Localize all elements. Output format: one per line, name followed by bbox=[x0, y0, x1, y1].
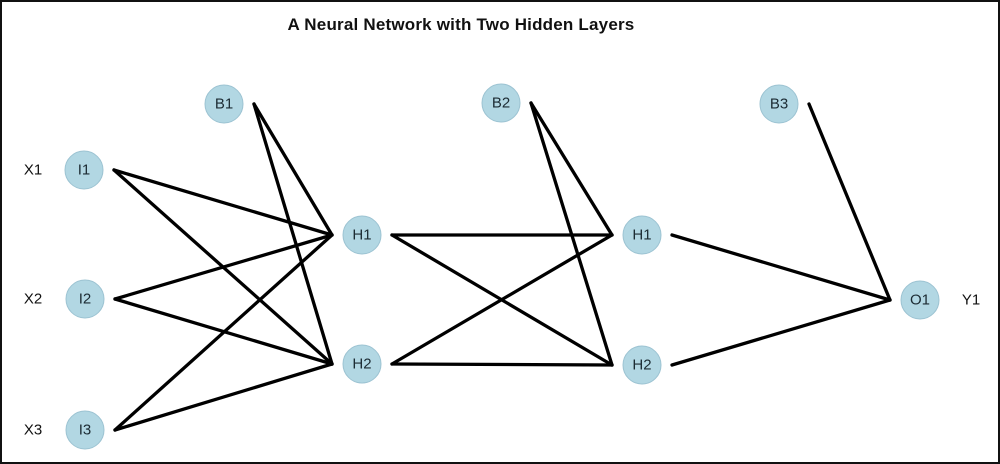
edge-H2b-O1 bbox=[670, 298, 892, 367]
annotation-X3: X3 bbox=[24, 422, 42, 439]
annotation-X1: X1 bbox=[24, 162, 42, 179]
edge-H1b-O1 bbox=[670, 233, 892, 302]
node-label-H1b: H1 bbox=[632, 227, 651, 244]
node-label-H1a: H1 bbox=[352, 227, 371, 244]
node-label-H2a: H2 bbox=[352, 356, 371, 373]
annotation-X2: X2 bbox=[24, 291, 42, 308]
node-circle-I1 bbox=[64, 150, 104, 190]
node-label-B2: B2 bbox=[492, 95, 510, 112]
node-label-I1: I1 bbox=[78, 162, 91, 179]
node-label-O1: O1 bbox=[910, 292, 930, 309]
node-circle-H1a bbox=[342, 215, 382, 255]
edge-H2a-H1b bbox=[390, 233, 614, 366]
node-label-H2b: H2 bbox=[632, 357, 651, 374]
edge-I2-H1a bbox=[113, 233, 334, 301]
edge-I3-H1a bbox=[113, 233, 334, 432]
node-circle-B1 bbox=[204, 84, 244, 124]
node-label-B1: B1 bbox=[215, 96, 233, 113]
edge-B1-H2a bbox=[252, 102, 334, 366]
edge-B2-H2b bbox=[529, 101, 614, 367]
diagram-title: A Neural Network with Two Hidden Layers bbox=[287, 15, 635, 34]
node-label-I3: I3 bbox=[79, 422, 92, 439]
edge-I3-H2a bbox=[113, 362, 334, 432]
node-label-B3: B3 bbox=[770, 96, 788, 113]
node-circle-O1 bbox=[900, 280, 940, 320]
node-label-I2: I2 bbox=[79, 291, 92, 308]
node-circle-B3 bbox=[759, 84, 799, 124]
annotation-Y1: Y1 bbox=[962, 292, 980, 309]
edge-B3-O1 bbox=[807, 102, 892, 302]
node-circle-I3 bbox=[65, 410, 105, 450]
node-circle-H1b bbox=[622, 215, 662, 255]
node-circle-H2b bbox=[622, 345, 662, 385]
edge-I1-H1a bbox=[112, 168, 334, 237]
node-circle-B2 bbox=[481, 83, 521, 123]
edge-H2a-H2b bbox=[390, 362, 614, 367]
edge-B2-H1b bbox=[529, 101, 614, 237]
node-circle-I2 bbox=[65, 279, 105, 319]
node-circle-H2a bbox=[342, 344, 382, 384]
edge-B1-H1a bbox=[252, 102, 334, 237]
